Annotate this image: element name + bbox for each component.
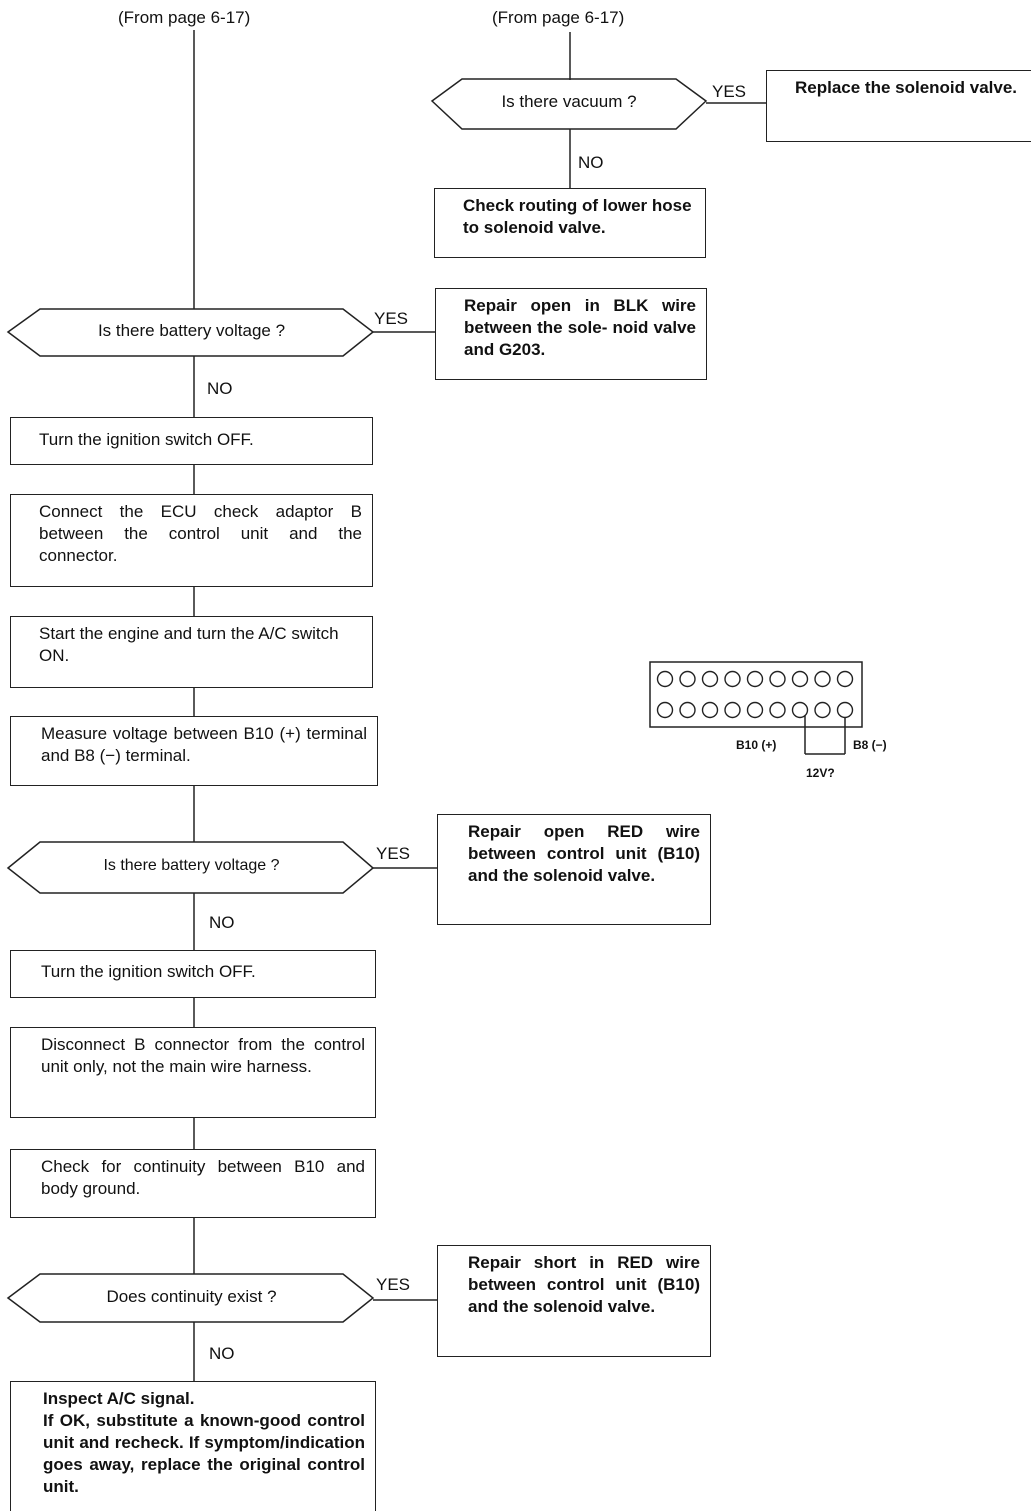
- repair-blk-box: Repair open in BLK wire between the sole…: [435, 288, 707, 380]
- from-page-left: (From page 6-17): [118, 8, 251, 27]
- no-label-vacuum: NO: [578, 153, 604, 172]
- voltage-label: 12V?: [806, 766, 835, 780]
- connector-pin: [814, 701, 831, 719]
- yes-label-continuity: YES: [376, 1275, 411, 1294]
- connect-ecu-box: Connect the ECU check adaptor B between …: [10, 494, 373, 587]
- ignition-off-text-1: Turn the ignition switch OFF.: [39, 430, 254, 449]
- connector-pin: [701, 670, 719, 688]
- connector-pin: [679, 670, 696, 688]
- ignition-off-box-1: Turn the ignition switch OFF.: [10, 417, 373, 465]
- b8-terminal-label: B8 (−): [853, 738, 887, 752]
- repair-red-open-text: Repair open RED wire between control uni…: [468, 822, 700, 885]
- check-routing-box: Check routing of lower hose to solenoid …: [434, 188, 706, 258]
- start-engine-box: Start the engine and turn the A/C switch…: [10, 616, 373, 688]
- no-label-continuity: NO: [209, 1344, 235, 1363]
- replace-solenoid-text: Replace the solenoid valve.: [795, 78, 1018, 97]
- b10-terminal-label: B10 (+): [736, 738, 777, 752]
- connector-pin: [724, 670, 741, 688]
- vacuum-decision-shape: [430, 78, 708, 130]
- vacuum-question: Is there vacuum ?: [501, 92, 637, 111]
- connector-block: [649, 661, 863, 728]
- yes-label-battery-1: YES: [374, 309, 409, 328]
- repair-blk-text: Repair open in BLK wire between the sole…: [464, 296, 696, 359]
- yes-label-vacuum: YES: [712, 82, 747, 101]
- connector-pin: [656, 701, 674, 719]
- connector-pin: [814, 670, 831, 688]
- battery-question-1: Is there battery voltage ?: [97, 321, 286, 340]
- connector-pin: [656, 670, 674, 688]
- measure-voltage-box: Measure voltage between B10 (+) terminal…: [10, 716, 378, 786]
- repair-red-short-text: Repair short in RED wire between control…: [468, 1253, 700, 1316]
- continuity-question: Does continuity exist ?: [106, 1287, 277, 1306]
- connector-pin: [769, 670, 786, 688]
- replace-solenoid-box: Replace the solenoid valve.: [766, 70, 1031, 142]
- connector-pin: [769, 701, 786, 719]
- check-continuity-box: Check for continuity between B10 and bod…: [10, 1149, 376, 1218]
- ignition-off-box-2: Turn the ignition switch OFF.: [10, 950, 376, 998]
- no-label-battery-2: NO: [209, 913, 235, 932]
- connect-ecu-text: Connect the ECU check adaptor B between …: [39, 502, 362, 565]
- connector-pin: [836, 701, 854, 719]
- repair-red-short-box: Repair short in RED wire between control…: [437, 1245, 711, 1357]
- battery-question-2: Is there battery voltage ?: [103, 857, 280, 874]
- measure-voltage-text: Measure voltage between B10 (+) terminal…: [41, 724, 367, 765]
- repair-red-open-box: Repair open RED wire between control uni…: [437, 814, 711, 925]
- final-inspect-box: Inspect A/C signal. If OK, substitute a …: [10, 1381, 376, 1511]
- connector-pin: [701, 701, 719, 719]
- start-engine-text: Start the engine and turn the A/C switch…: [39, 624, 339, 665]
- check-continuity-text: Check for continuity between B10 and bod…: [41, 1157, 365, 1198]
- connector-pin: [724, 701, 741, 719]
- yes-label-battery-2: YES: [376, 844, 411, 863]
- ignition-off-text-2: Turn the ignition switch OFF.: [41, 962, 256, 981]
- connector-pin: [791, 670, 809, 688]
- final-inspect-title: Inspect A/C signal.: [43, 1389, 195, 1408]
- connector-pin: [746, 701, 764, 719]
- from-page-right: (From page 6-17): [492, 8, 625, 27]
- disconnect-b-box: Disconnect B connector from the control …: [10, 1027, 376, 1118]
- continuity-decision-shape: [6, 1273, 375, 1323]
- connector-pin: [791, 701, 809, 719]
- final-inspect-body: If OK, substitute a known-good control u…: [43, 1411, 365, 1496]
- check-routing-text: Check routing of lower hose to solenoid …: [463, 196, 692, 237]
- no-label-battery-1: NO: [207, 379, 233, 398]
- connector-pin: [746, 670, 764, 688]
- connector-pin: [836, 670, 854, 688]
- disconnect-b-text: Disconnect B connector from the control …: [41, 1035, 365, 1076]
- connector-pin: [679, 701, 696, 719]
